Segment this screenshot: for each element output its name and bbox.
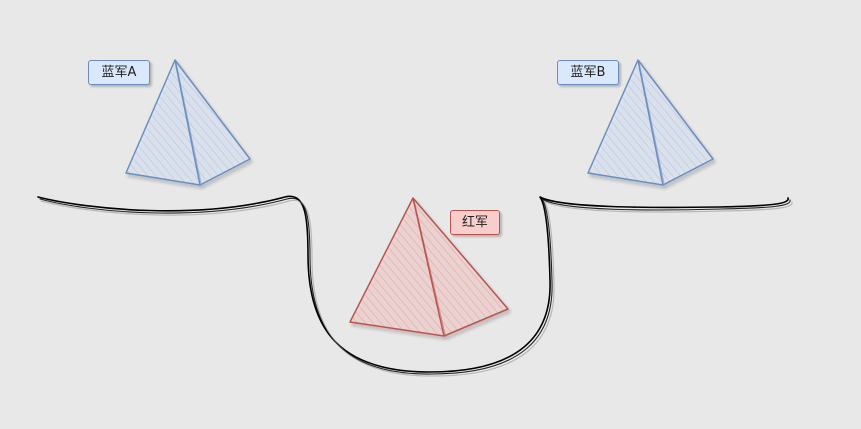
label-red: 红军 <box>450 210 500 235</box>
pyramid-red <box>349 197 509 337</box>
pyramid-blue-b <box>587 59 714 186</box>
label-blue-a: 蓝军A <box>88 60 150 85</box>
label-blue-b: 蓝军B <box>557 60 619 85</box>
terrain-line <box>37 195 793 377</box>
pyramid-blue-a <box>125 59 251 186</box>
